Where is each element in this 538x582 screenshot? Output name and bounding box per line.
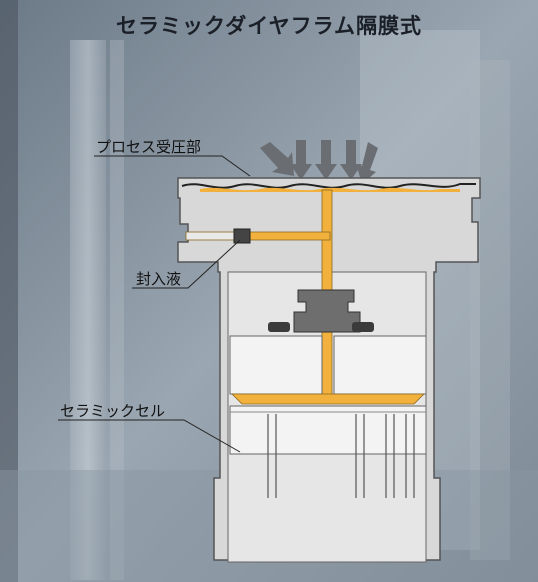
o-ring	[352, 322, 374, 332]
process-diaphragm	[181, 183, 476, 189]
lead-pins	[267, 414, 415, 498]
leader-lines	[58, 155, 251, 453]
pressure-arrows	[260, 140, 378, 184]
label-fill-fluid: 封入液	[136, 270, 182, 288]
pressure-arrow	[290, 140, 312, 180]
fill-plug	[233, 228, 251, 244]
label-process-side: プロセス受圧部	[96, 138, 202, 156]
pressure-arrow	[260, 142, 294, 176]
pressure-arrow	[340, 140, 362, 180]
pressure-arrow	[356, 142, 378, 184]
pressure-arrow	[315, 140, 337, 180]
label-ceramic-cell: セラミックセル	[60, 402, 166, 420]
page-title: セラミックダイヤフラム隔膜式	[116, 14, 422, 38]
ceramic-fluid-layer	[231, 393, 425, 405]
o-ring	[268, 322, 290, 332]
support-block	[333, 335, 427, 395]
support-block	[229, 335, 323, 395]
ceramic-cell	[229, 405, 427, 455]
